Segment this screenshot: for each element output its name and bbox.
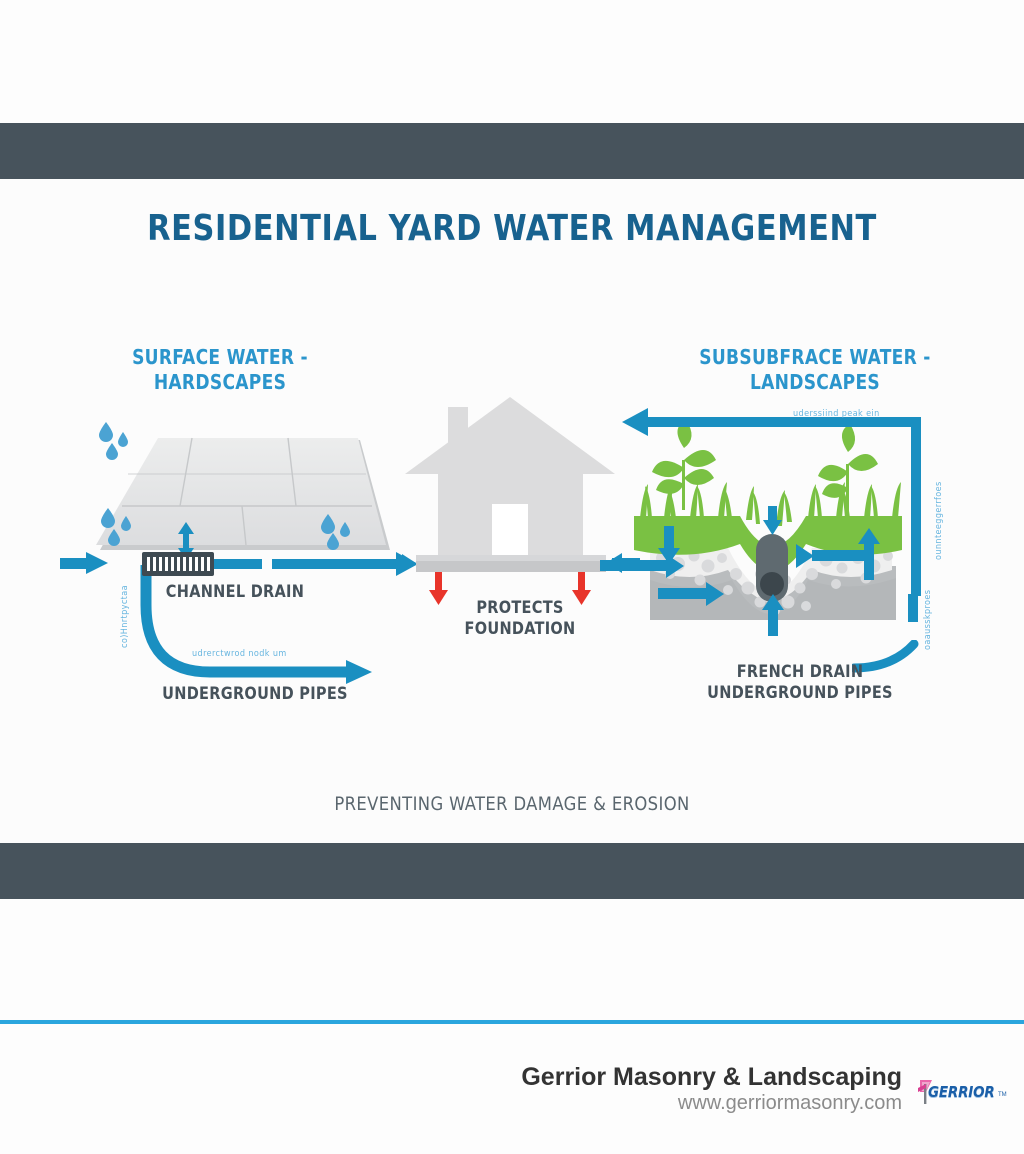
outlet-pipe-stub bbox=[908, 594, 918, 622]
house-foundation-diagram bbox=[402, 397, 640, 605]
arrow-inbound-left bbox=[60, 552, 108, 574]
gerrior-logo: GERRIOR TM bbox=[910, 1078, 1014, 1108]
water-drop-icon bbox=[99, 422, 350, 550]
caption-foundation: FOUNDATION bbox=[464, 619, 576, 639]
footer-website[interactable]: www.gerriormasonry.com bbox=[677, 1092, 902, 1114]
channel-drain-grate bbox=[142, 552, 214, 576]
french-drain-diagram bbox=[600, 408, 921, 636]
faux-label-right-vertical-upper: ounnteeggerrfoes bbox=[934, 481, 944, 560]
footer-company-name: Gerrior Masonry & Landscaping bbox=[521, 1063, 902, 1091]
lawn-grass bbox=[634, 482, 902, 571]
section-heading-left-line2: HARDSCAPES bbox=[153, 370, 287, 394]
page-title: RESIDENTIAL YARD WATER MANAGEMENT bbox=[147, 208, 877, 249]
poster-tagline: PREVENTING WATER DAMAGE & EROSION bbox=[334, 793, 690, 815]
french-drain-pipe bbox=[756, 534, 788, 602]
foundation-slab-top bbox=[416, 555, 606, 561]
arrow-into-foundation-left bbox=[402, 554, 416, 572]
surface-flow-right bbox=[210, 552, 418, 576]
section-heading-right: SUBSUBFRACE WATER - LANDSCAPES bbox=[663, 345, 967, 395]
hardscape-diagram bbox=[60, 422, 418, 684]
logo-trademark: TM bbox=[998, 1092, 1007, 1098]
top-accent-bar bbox=[0, 123, 1024, 179]
section-heading-left-line1: SURFACE WATER - bbox=[132, 345, 308, 369]
underground-pipe-path-left bbox=[140, 565, 350, 678]
outlet-pipe-top bbox=[646, 417, 921, 528]
faux-label-left-horizontal: udrerctwrod nodk um bbox=[192, 649, 287, 659]
section-heading-right-line1: SUBSUBFRACE WATER - bbox=[699, 345, 931, 369]
caption-french-drain: FRENCH DRAIN UNDERGROUND PIPES bbox=[667, 662, 933, 704]
caption-protects-foundation: PROTECTS FOUNDATION bbox=[406, 598, 634, 640]
arrow-pipe-out-left bbox=[346, 660, 372, 684]
section-heading-right-line2: LANDSCAPES bbox=[749, 370, 881, 394]
arrow-down-red-right bbox=[572, 572, 591, 605]
arrow-down-red-left bbox=[429, 572, 448, 605]
french-drain-connector bbox=[852, 640, 919, 673]
hardscape-patio bbox=[96, 437, 390, 550]
arrow-outlet-left bbox=[622, 408, 648, 436]
logo-wordmark: GERRIOR bbox=[928, 1083, 995, 1101]
footer-divider bbox=[0, 1020, 1024, 1024]
section-heading-left: SURFACE WATER - HARDSCAPES bbox=[68, 345, 372, 395]
caption-french-drain-line2: UNDERGROUND PIPES bbox=[707, 683, 893, 703]
bottom-accent-bar bbox=[0, 843, 1024, 899]
faux-label-right-top: uderssiind peak ein bbox=[793, 409, 880, 419]
grass-blades bbox=[640, 482, 901, 526]
plant-icon-left bbox=[652, 420, 716, 510]
plant-icon-right bbox=[818, 424, 878, 512]
caption-protects: PROTECTS bbox=[476, 598, 564, 618]
faux-label-right-vertical-lower: oaausskproes bbox=[923, 589, 933, 650]
arrow-infiltration-group bbox=[600, 506, 880, 636]
caption-french-drain-line1: FRENCH DRAIN bbox=[736, 662, 864, 682]
logo-mark-icon bbox=[918, 1080, 932, 1104]
house-icon bbox=[405, 397, 615, 557]
caption-channel-drain: CHANNEL DRAIN bbox=[165, 582, 305, 602]
caption-underground-pipes-left: UNDERGROUND PIPES bbox=[162, 684, 348, 704]
house-door bbox=[492, 504, 528, 557]
